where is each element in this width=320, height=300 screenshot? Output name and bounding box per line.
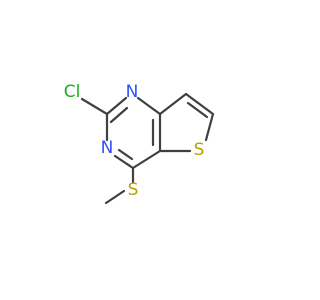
bond-c7-c6 <box>184 92 215 116</box>
atom-labels: Cl N N S S <box>64 82 205 200</box>
bond-c2-n1-inner <box>109 106 129 124</box>
atom-s-methyl: S <box>128 180 139 200</box>
bond-c4a-c4 <box>131 149 162 170</box>
bond-c6-s <box>204 112 215 142</box>
bond-c7a-c7 <box>158 92 188 116</box>
bond-c4-n3 <box>113 154 135 170</box>
bond-c7-c6-inner <box>186 101 209 119</box>
molecule-structure: Cl N N S S <box>64 82 215 205</box>
bond-c2-cl <box>80 97 109 116</box>
bond-c2-n1 <box>105 96 128 116</box>
bond-n1-c7a <box>136 96 162 116</box>
atom-n3: N <box>101 138 114 158</box>
atom-s-ring: S <box>194 140 205 160</box>
bonds <box>80 92 215 205</box>
atom-cl: Cl <box>64 82 81 102</box>
bond-sme-ch3 <box>104 189 126 205</box>
atom-n1: N <box>126 82 139 102</box>
bond-c4-n3-inner <box>117 148 134 161</box>
